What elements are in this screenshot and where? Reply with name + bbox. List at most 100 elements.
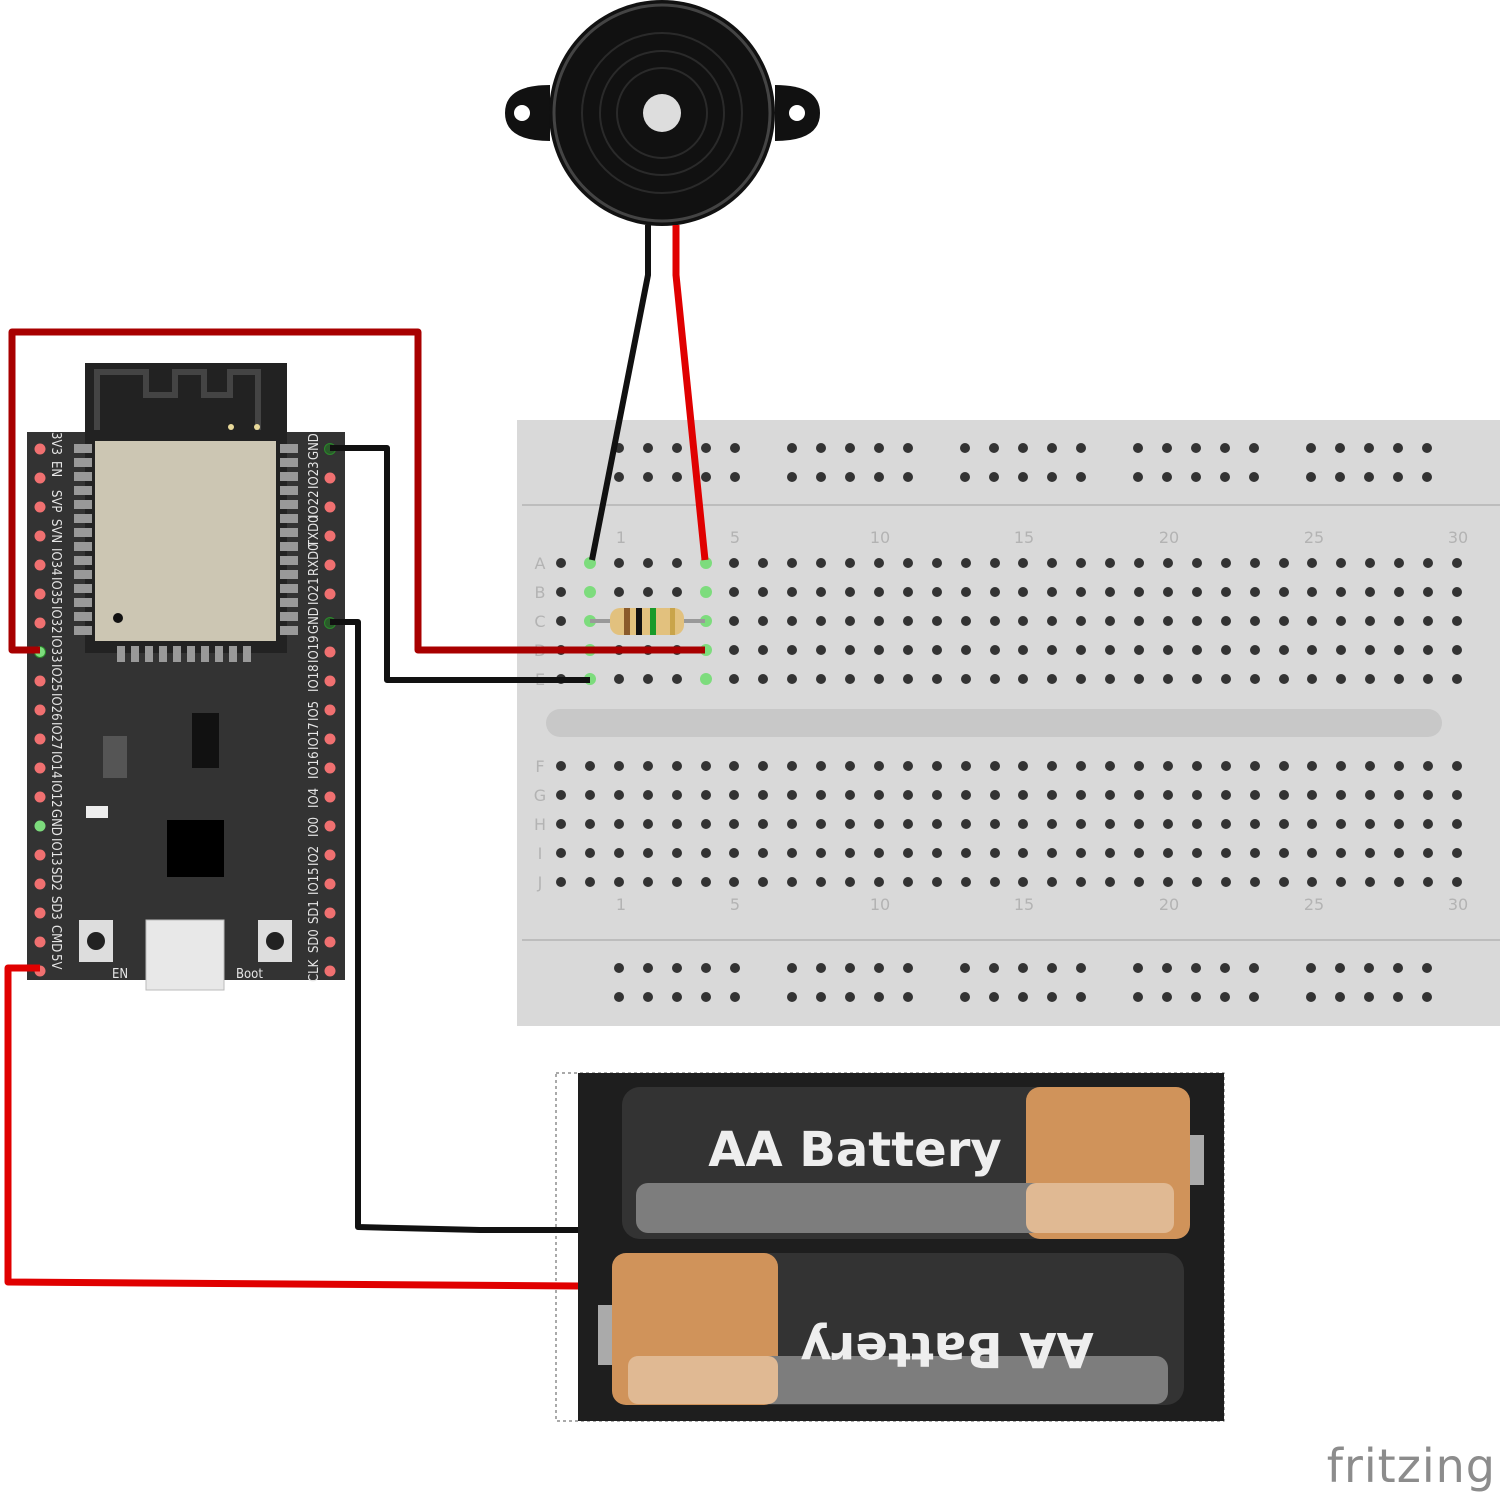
breadboard-hole[interactable] [1047, 790, 1057, 800]
breadboard-hole[interactable] [1221, 877, 1231, 887]
breadboard-hole[interactable] [556, 558, 566, 568]
breadboard-hole[interactable] [845, 877, 855, 887]
esp32-pin-io35[interactable] [34, 588, 46, 600]
breadboard-hole[interactable] [787, 877, 797, 887]
breadboard-hole[interactable] [1394, 848, 1404, 858]
breadboard-hole[interactable] [903, 587, 913, 597]
breadboard-hole[interactable] [787, 558, 797, 568]
breadboard-hole[interactable] [874, 790, 884, 800]
power-rail-hole[interactable] [672, 963, 682, 973]
breadboard-hole[interactable] [932, 558, 942, 568]
power-rail-hole[interactable] [1018, 963, 1028, 973]
breadboard-hole[interactable] [903, 877, 913, 887]
breadboard-hole[interactable] [556, 790, 566, 800]
breadboard-hole[interactable] [1047, 616, 1057, 626]
breadboard-hole[interactable] [1365, 848, 1375, 858]
breadboard-hole[interactable] [1192, 877, 1202, 887]
breadboard-hole[interactable] [1192, 616, 1202, 626]
breadboard-hole[interactable] [1076, 645, 1086, 655]
power-rail-hole[interactable] [1191, 472, 1201, 482]
power-rail-hole[interactable] [1220, 963, 1230, 973]
breadboard-hole[interactable] [1192, 848, 1202, 858]
power-rail-hole[interactable] [845, 963, 855, 973]
breadboard-hole[interactable] [585, 761, 595, 771]
breadboard-hole[interactable] [1365, 761, 1375, 771]
breadboard-hole[interactable] [990, 819, 1000, 829]
power-rail-hole[interactable] [845, 443, 855, 453]
power-rail-hole[interactable] [1047, 472, 1057, 482]
breadboard-hole[interactable] [1365, 790, 1375, 800]
breadboard-hole[interactable] [1163, 761, 1173, 771]
breadboard-hole[interactable] [614, 790, 624, 800]
breadboard-hole[interactable] [729, 790, 739, 800]
breadboard-hole[interactable] [1394, 674, 1404, 684]
breadboard-hole[interactable] [1105, 587, 1115, 597]
breadboard-hole[interactable] [1018, 819, 1028, 829]
breadboard-hole[interactable] [1423, 645, 1433, 655]
esp32-pin-io12[interactable] [34, 791, 46, 803]
power-rail-hole[interactable] [989, 443, 999, 453]
breadboard-hole[interactable] [1192, 674, 1202, 684]
breadboard-hole[interactable] [1076, 761, 1086, 771]
breadboard-hole[interactable] [1221, 558, 1231, 568]
breadboard-hole[interactable] [1163, 877, 1173, 887]
breadboard-hole[interactable] [672, 761, 682, 771]
power-rail-hole[interactable] [845, 992, 855, 1002]
breadboard-hole[interactable] [1394, 645, 1404, 655]
breadboard-hole[interactable] [1365, 587, 1375, 597]
breadboard-hole[interactable] [758, 848, 768, 858]
breadboard-hole[interactable] [845, 819, 855, 829]
breadboard-hole[interactable] [874, 819, 884, 829]
breadboard-hole[interactable] [1250, 761, 1260, 771]
breadboard-hole[interactable] [816, 587, 826, 597]
breadboard-hole[interactable] [1192, 761, 1202, 771]
power-rail-hole[interactable] [1133, 472, 1143, 482]
power-rail-hole[interactable] [1249, 992, 1259, 1002]
breadboard-hole[interactable] [758, 616, 768, 626]
power-rail-hole[interactable] [701, 963, 711, 973]
breadboard-hole[interactable] [990, 674, 1000, 684]
breadboard-hole[interactable] [1134, 790, 1144, 800]
breadboard-hole[interactable] [932, 616, 942, 626]
power-rail-hole[interactable] [1306, 443, 1316, 453]
breadboard-hole[interactable] [1105, 616, 1115, 626]
breadboard-hole[interactable] [584, 586, 596, 598]
esp32-pin-sd2[interactable] [34, 878, 46, 890]
breadboard-hole[interactable] [1047, 819, 1057, 829]
breadboard-hole[interactable] [1423, 819, 1433, 829]
breadboard-hole[interactable] [1018, 848, 1028, 858]
breadboard-hole[interactable] [845, 587, 855, 597]
breadboard-hole[interactable] [1105, 819, 1115, 829]
esp32-pin-io2[interactable] [324, 849, 336, 861]
power-rail-hole[interactable] [1422, 992, 1432, 1002]
breadboard-hole[interactable] [1423, 587, 1433, 597]
breadboard-hole[interactable] [961, 645, 971, 655]
power-rail-hole[interactable] [701, 992, 711, 1002]
breadboard-hole[interactable] [556, 616, 566, 626]
breadboard-hole[interactable] [932, 761, 942, 771]
breadboard-hole[interactable] [614, 587, 624, 597]
esp32-pin-io23[interactable] [324, 472, 336, 484]
breadboard-hole[interactable] [701, 848, 711, 858]
breadboard-hole[interactable] [874, 616, 884, 626]
power-rail-hole[interactable] [701, 472, 711, 482]
breadboard-hole[interactable] [903, 819, 913, 829]
breadboard-hole[interactable] [1279, 587, 1289, 597]
power-rail-hole[interactable] [1162, 443, 1172, 453]
breadboard-hole[interactable] [701, 761, 711, 771]
breadboard-hole[interactable] [1250, 645, 1260, 655]
esp32-pin-io32[interactable] [34, 617, 46, 629]
breadboard-hole[interactable] [1163, 674, 1173, 684]
power-rail-hole[interactable] [1047, 443, 1057, 453]
breadboard-hole[interactable] [729, 558, 739, 568]
breadboard-hole[interactable] [816, 848, 826, 858]
breadboard-hole[interactable] [729, 848, 739, 858]
esp32-pin-io17[interactable] [324, 733, 336, 745]
breadboard-hole[interactable] [1163, 790, 1173, 800]
breadboard-hole[interactable] [700, 586, 712, 598]
breadboard-hole[interactable] [1163, 587, 1173, 597]
breadboard-hole[interactable] [614, 761, 624, 771]
breadboard-hole[interactable] [1336, 558, 1346, 568]
power-rail-hole[interactable] [614, 992, 624, 1002]
power-rail-hole[interactable] [1076, 472, 1086, 482]
